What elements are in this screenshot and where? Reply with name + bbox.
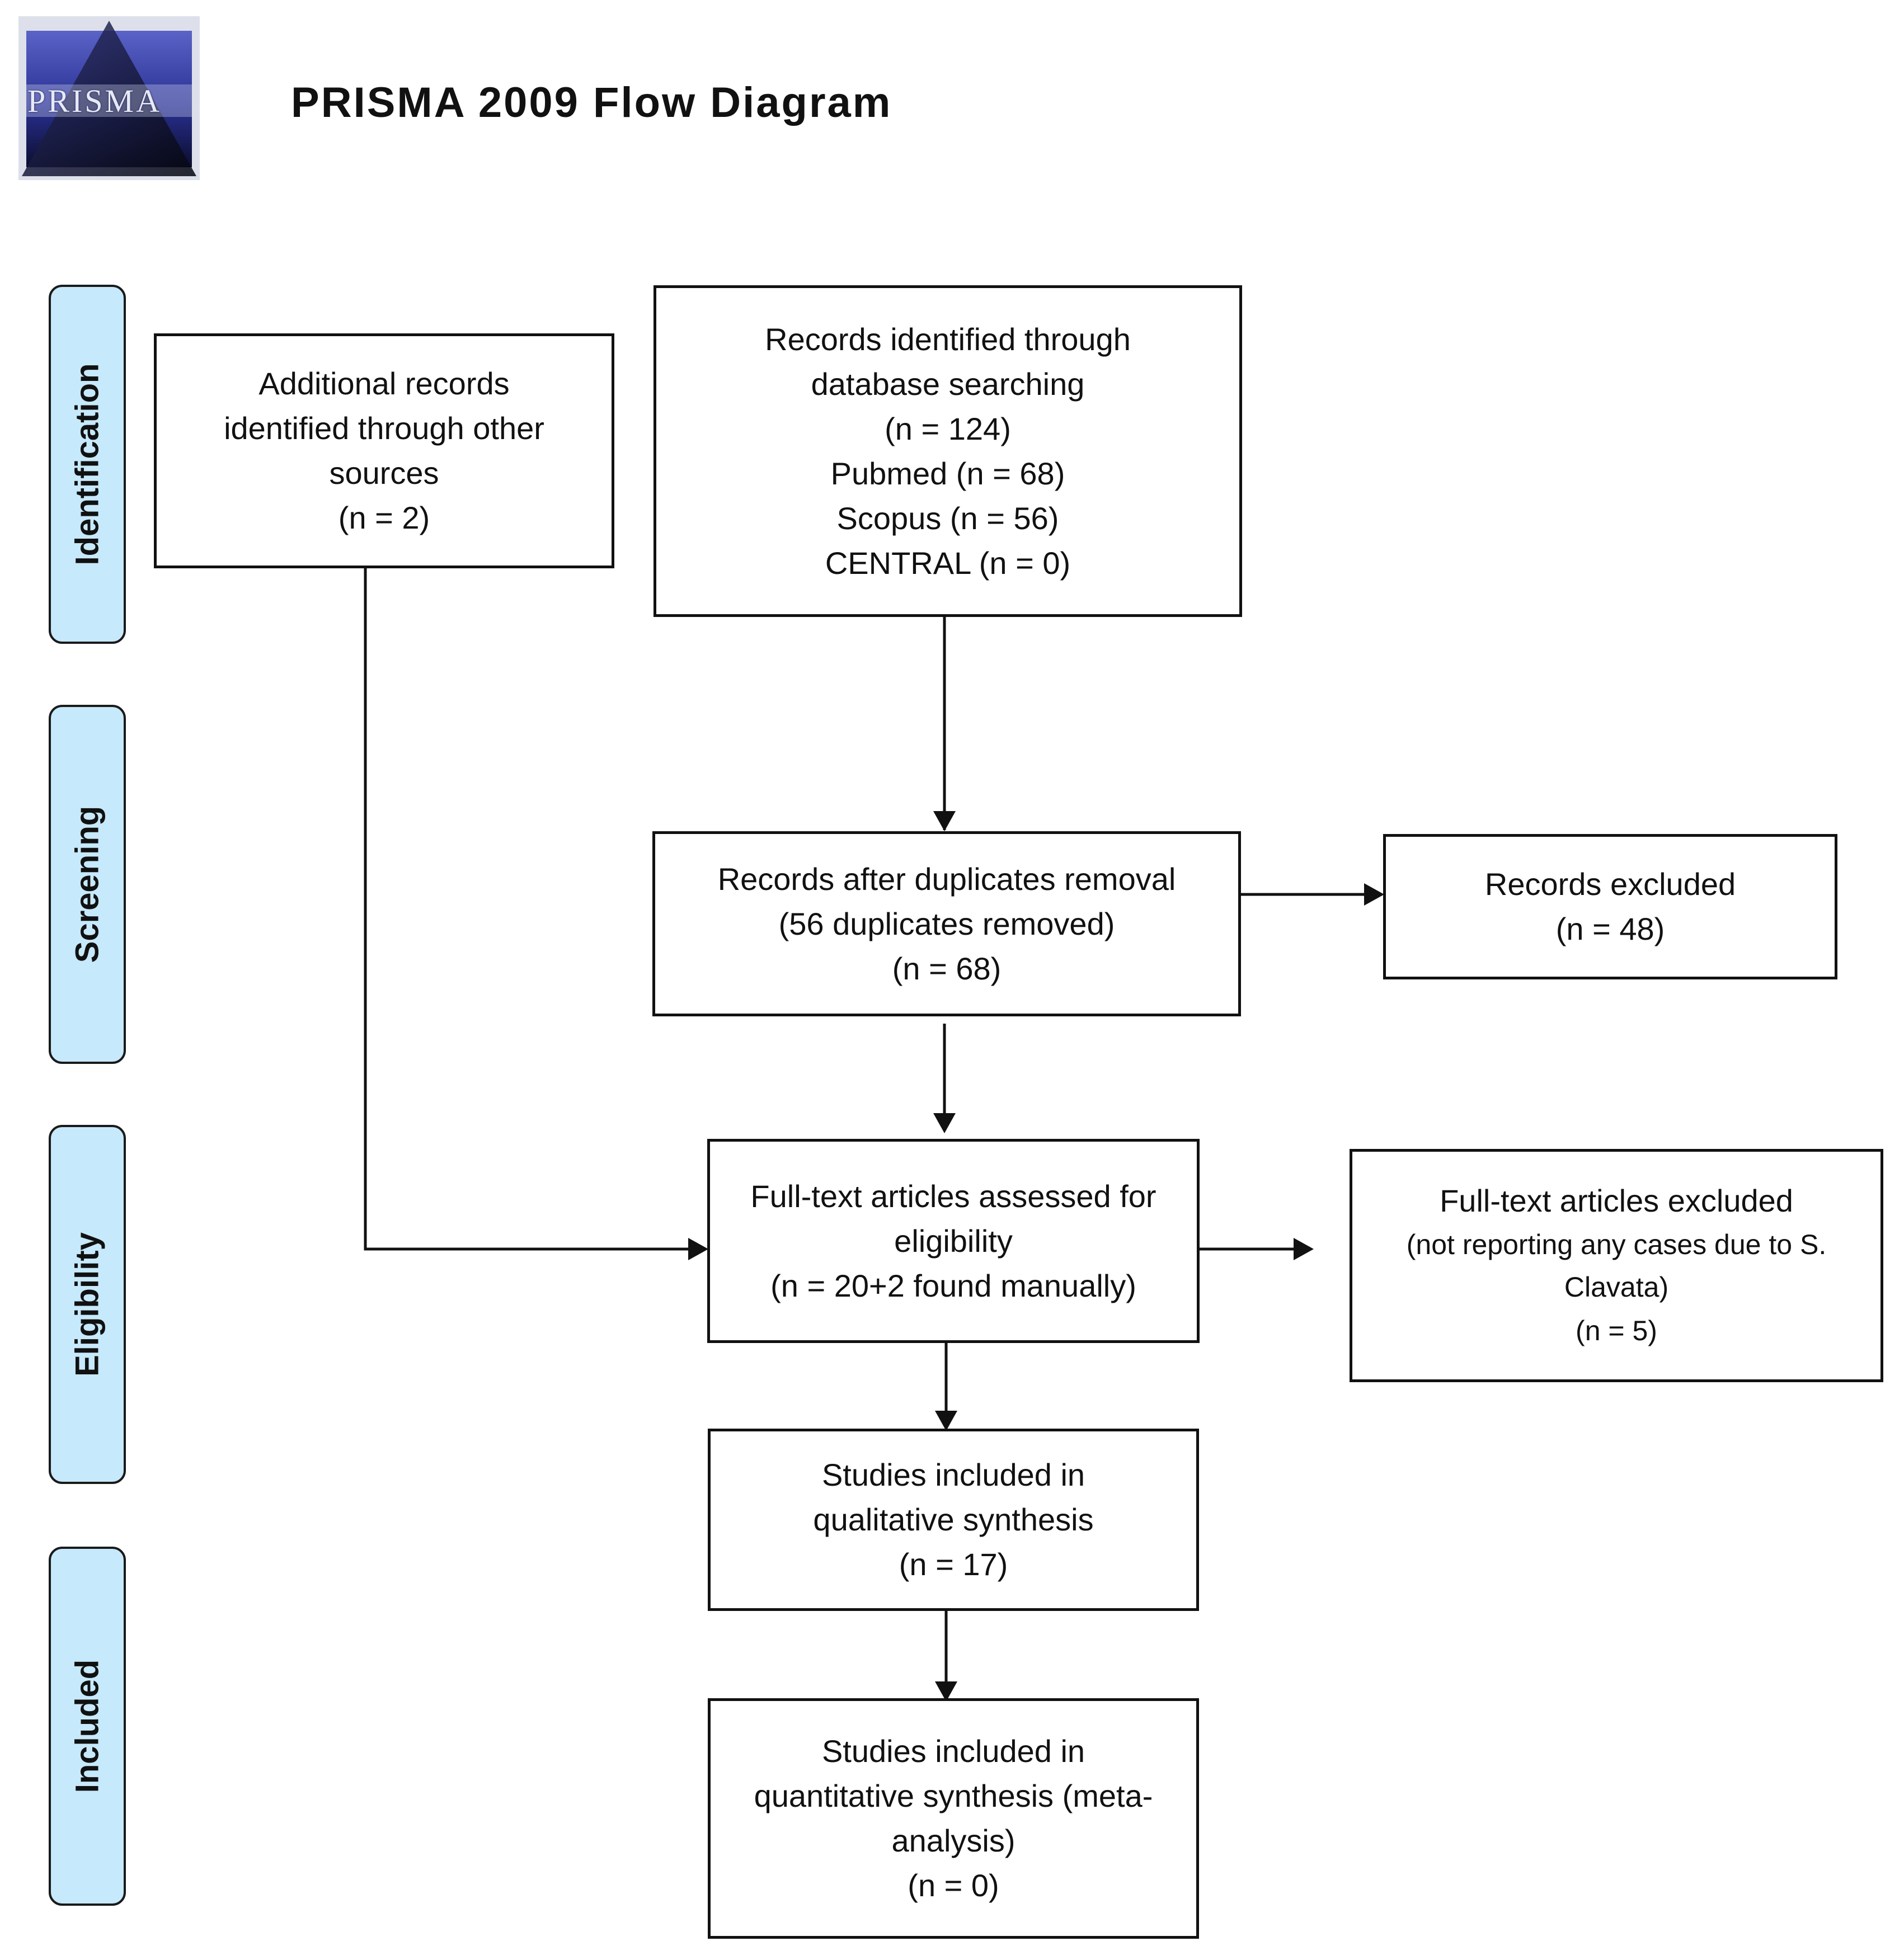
box-text-line: Studies included in [821, 1733, 1085, 1769]
fulltext-excluded-box: Full-text articles excluded (not reporti… [1350, 1149, 1883, 1382]
box-text-line: (not reporting any cases due to S. [1406, 1228, 1827, 1260]
arrowhead [1364, 883, 1384, 906]
box-text-line: eligibility [894, 1223, 1013, 1259]
box-text-line: (n = 124) [885, 411, 1011, 446]
box-text-line: sources [329, 455, 439, 491]
records-database-box: Records identified through database sear… [654, 285, 1242, 617]
box-text-line: (n = 2) [338, 500, 430, 535]
box-count: (n = 5) [1576, 1314, 1657, 1346]
box-text-line: CENTRAL (n = 0) [825, 545, 1071, 581]
box-text-line: (n = 0) [908, 1868, 999, 1903]
arrowhead [935, 1411, 957, 1431]
arrow-other-sources-to-fulltext [364, 568, 688, 1251]
box-text-line: qualitative synthesis [813, 1502, 1094, 1537]
page-title: PRISMA 2009 Flow Diagram [291, 79, 892, 126]
box-text-line: (n = 17) [899, 1547, 1008, 1582]
fulltext-assessed-box: Full-text articles assessed for eligibil… [707, 1139, 1200, 1343]
box-text-line: database searching [811, 366, 1085, 402]
qualitative-synthesis-box: Studies included in qualitative synthesi… [708, 1429, 1199, 1611]
prisma-logo-text: PRISMA [27, 83, 162, 119]
phase-included: Included [49, 1547, 126, 1906]
arrowhead [933, 1113, 956, 1133]
phase-eligibility: Eligibility [49, 1125, 126, 1484]
box-text-line: Records excluded [1484, 866, 1736, 902]
box-text-line: Full-text articles assessed for [750, 1178, 1156, 1214]
box-text-line: Clavata) [1564, 1271, 1669, 1303]
box-text-line: analysis) [891, 1823, 1016, 1858]
box-text-line: identified through other [224, 411, 544, 446]
box-text-line: Records after duplicates removal [717, 861, 1176, 897]
arrowhead [933, 811, 956, 831]
prisma-logo-graphic [22, 21, 196, 176]
arrowhead [935, 1681, 957, 1702]
arrowhead [1294, 1238, 1314, 1260]
phase-identification: Identification [49, 285, 126, 644]
box-text-line: quantitative synthesis (meta- [754, 1778, 1153, 1813]
box-text-line: (n = 20+2 found manually) [770, 1268, 1136, 1303]
quantitative-synthesis-box: Studies included in quantitative synthes… [708, 1698, 1199, 1939]
arrowhead [688, 1238, 708, 1260]
box-text-line: (n = 48) [1555, 911, 1665, 946]
prisma-logo: PRISMA [18, 16, 200, 180]
records-excluded-box: Records excluded (n = 48) [1383, 834, 1837, 979]
box-title: Full-text articles excluded [1440, 1182, 1793, 1218]
records-after-duplicates-box: Records after duplicates removal (56 dup… [652, 831, 1241, 1016]
phase-screening: Screening [49, 705, 126, 1064]
box-text-line: Additional records [258, 366, 510, 401]
box-text-line: Scopus (n = 56) [836, 500, 1059, 536]
box-text-line: (56 duplicates removed) [778, 906, 1115, 941]
box-text-line: Records identified through [765, 321, 1131, 357]
box-text-line: Pubmed (n = 68) [830, 455, 1065, 491]
box-text-line: (n = 68) [892, 950, 1002, 986]
additional-records-box: Additional records identified through ot… [154, 333, 614, 568]
box-text-line: Studies included in [821, 1457, 1085, 1492]
